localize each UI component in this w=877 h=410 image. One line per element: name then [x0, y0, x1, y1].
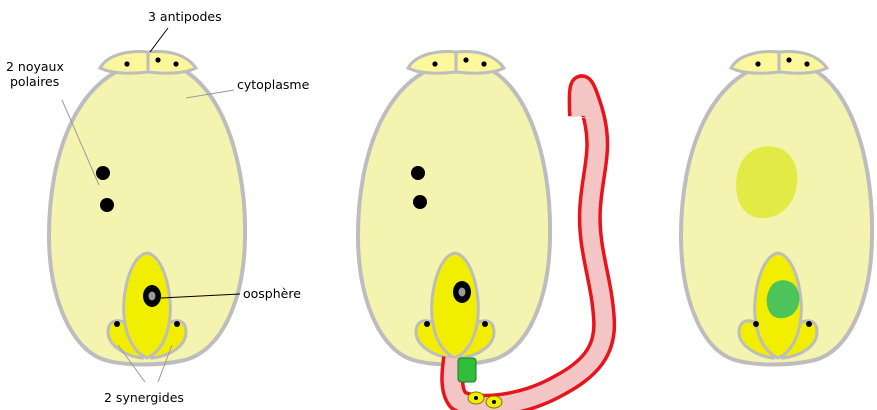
antipode-cell [408, 52, 456, 74]
antipode-nucleus [463, 57, 468, 62]
antipode-cell [148, 52, 196, 74]
polar-nucleus [100, 198, 114, 212]
embryo-sac-panel-3 [681, 52, 872, 365]
antipode-nucleus [155, 57, 160, 62]
antipode-nucleus [432, 61, 437, 66]
antipode-cell [779, 52, 827, 74]
polar-nucleus [413, 195, 427, 209]
label-antipodes: 3 antipodes [148, 9, 222, 24]
polar-nucleus [96, 166, 110, 180]
polar-nucleus [411, 166, 425, 180]
leader-line-antipodes [150, 28, 168, 52]
embryo-sac-panel-2 [358, 52, 604, 408]
label-synergides: 2 synergides [104, 390, 184, 405]
antipode-nucleus [173, 61, 178, 66]
sperm-nucleus [474, 396, 478, 400]
label-cytoplasme: cytoplasme [237, 77, 310, 92]
synergid-nucleus [174, 321, 180, 327]
sperm-cell-discharge [458, 358, 476, 382]
synergid-nucleus [424, 321, 430, 327]
egg-nucleolus [459, 288, 466, 297]
synergid-nucleus [482, 321, 488, 327]
egg-nucleolus [149, 292, 156, 301]
antipodes-cluster [408, 52, 504, 74]
antipodes-cluster [731, 52, 827, 74]
label-noyaux-line2: polaires [10, 74, 59, 89]
sperm-nucleus [492, 400, 496, 404]
egg-cell [124, 253, 171, 358]
label-noyaux-line1: 2 noyaux [6, 59, 64, 74]
antipode-nucleus [804, 61, 809, 66]
antipodes-cluster [100, 52, 196, 74]
antipode-nucleus [481, 61, 486, 66]
antipode-nucleus [786, 57, 791, 62]
synergid-nucleus [114, 321, 120, 327]
embryo-sac-panel-1: 3 antipodes 2 noyaux polaires cytoplasme… [6, 9, 310, 405]
antipode-cell [731, 52, 779, 74]
antipode-cell [100, 52, 148, 74]
label-oosphere: oosphère [243, 286, 301, 301]
synergid-nucleus [753, 321, 759, 327]
synergid-nucleus [806, 321, 812, 327]
antipode-nucleus [755, 61, 760, 66]
antipode-nucleus [124, 61, 129, 66]
antipode-cell [456, 52, 504, 74]
egg-cell [432, 253, 479, 358]
